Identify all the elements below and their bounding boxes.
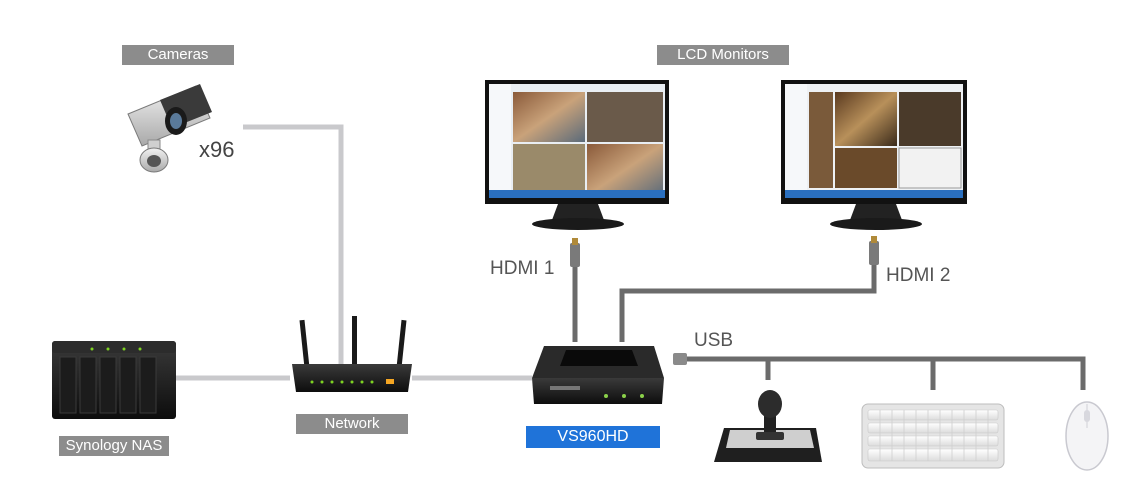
lcd-monitors-label: LCD Monitors [657, 45, 789, 65]
router-icon [292, 316, 412, 392]
keyboard-icon [861, 403, 1005, 469]
camera-icon [127, 84, 212, 173]
hdmi1-plug [570, 243, 580, 267]
hdmi2-plug [869, 241, 879, 265]
cameras-label: Cameras [122, 45, 234, 65]
nas-icon [52, 341, 176, 419]
network-cables [176, 124, 532, 381]
usb-plug [673, 353, 687, 365]
hdmi-plugs [570, 236, 879, 365]
joystick-icon [714, 390, 822, 462]
hdmi-usb-cables [572, 264, 1086, 390]
vs960hd-device-icon [532, 346, 664, 404]
vs960hd-label: VS960HD [526, 426, 660, 448]
synology-nas-label: Synology NAS [59, 436, 169, 456]
mouse-icon [1065, 401, 1109, 471]
hdmi2-label: HDMI 2 [886, 265, 951, 286]
monitor-icon [781, 80, 967, 230]
network-label: Network [296, 414, 408, 434]
camera-count-label: x96 [199, 137, 235, 162]
usb-label: USB [694, 330, 734, 351]
hdmi1-label: HDMI 1 [490, 258, 555, 279]
usb-cable [680, 356, 1086, 390]
hdmi2-cable [619, 264, 877, 342]
camera-to-router-cable [243, 124, 344, 365]
monitor-icon [485, 80, 669, 230]
